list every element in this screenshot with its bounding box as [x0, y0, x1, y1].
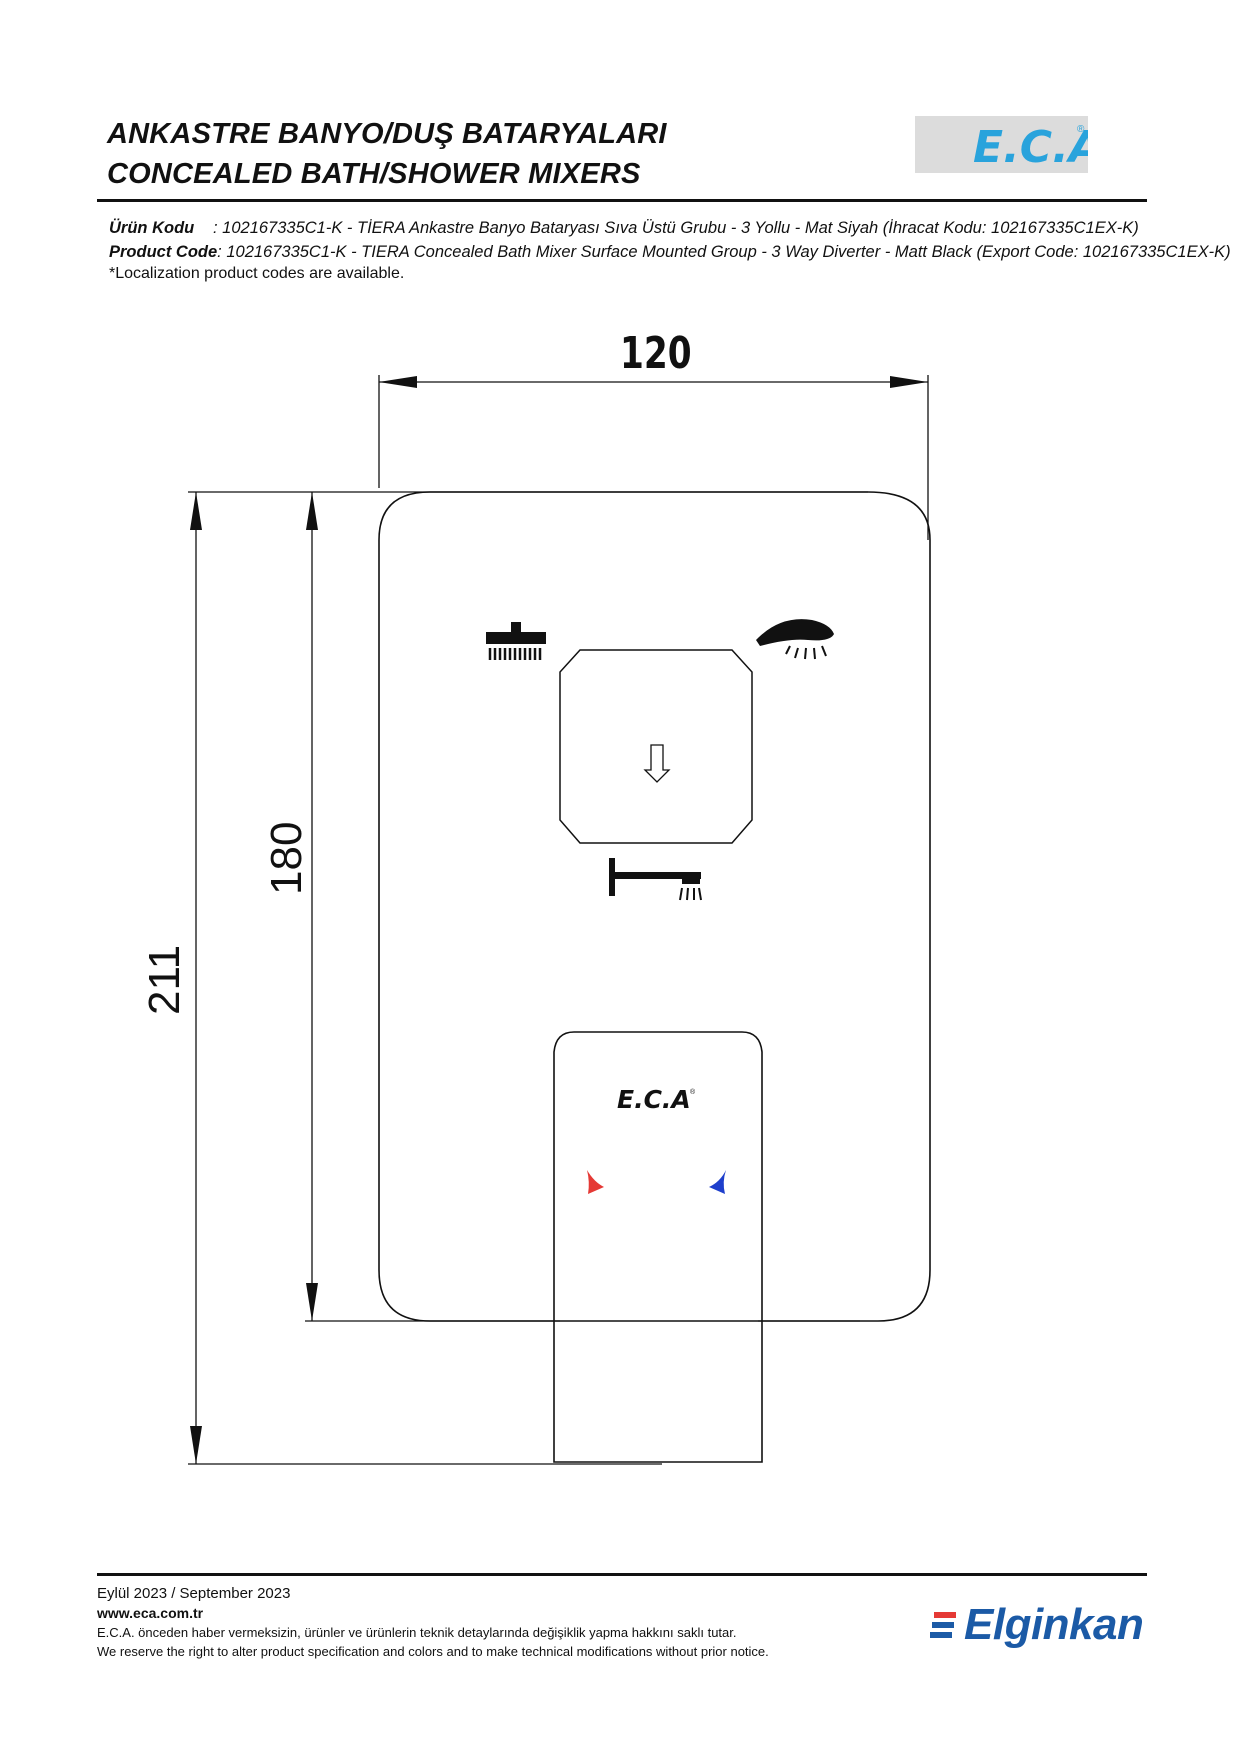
width-arrow-left	[379, 376, 417, 388]
plate-height-arrow-bottom	[306, 1283, 318, 1321]
footer-website[interactable]: www.eca.com.tr	[97, 1605, 204, 1621]
eca-logo-mark: E.C.A ®	[973, 122, 1103, 173]
product-code-tr-value: : 102167335C1-K - TİERA Ankastre Banyo B…	[213, 219, 1139, 237]
bath-spout-icon	[609, 858, 702, 901]
cover-plate	[378, 491, 931, 1322]
total-height-arrow-top	[190, 492, 202, 530]
handle-eca-registered: ®	[690, 1088, 696, 1096]
elginkan-logo: Elginkan	[930, 1600, 1145, 1652]
dimension-total-height-label: 211	[140, 944, 189, 1015]
plate-height-arrow-top	[306, 492, 318, 530]
cold-indicator-icon	[709, 1170, 726, 1194]
overhead-shower-icon	[486, 622, 546, 660]
hot-indicator-icon	[587, 1170, 604, 1194]
product-code-tr-label: Ürün Kodu	[109, 219, 195, 237]
eca-logo: E.C.A ®	[915, 116, 1103, 173]
footer-disclaimer-tr: E.C.A. önceden haber vermeksizin, ürünle…	[97, 1625, 737, 1640]
localization-note: *Localization product codes are availabl…	[109, 265, 405, 282]
handle-eca-logo: E.C.A	[617, 1085, 691, 1114]
mixer-handle	[553, 1031, 763, 1463]
footer-date: Eylül 2023 / September 2023	[97, 1585, 291, 1602]
product-code-en-value: : 102167335C1-K - TIERA Concealed Bath M…	[217, 243, 1231, 261]
header-rule	[97, 199, 1147, 202]
diverter-knob	[559, 649, 753, 844]
dimension-width-label: 120	[620, 328, 692, 379]
elginkan-logo-text: Elginkan	[964, 1600, 1144, 1649]
product-code-tr-row: Ürün Kodu : 102167335C1-K - TİERA Ankastr…	[109, 219, 1139, 238]
eca-logo-text: E.C.A	[973, 122, 1088, 173]
product-code-en-row: Product Code: 102167335C1-K - TIERA Conc…	[109, 243, 1231, 262]
dimension-plate-height-label: 180	[262, 821, 311, 895]
footer-rule	[97, 1573, 1147, 1576]
width-arrow-right	[890, 376, 928, 388]
footer-disclaimer-en: We reserve the right to alter product sp…	[97, 1644, 769, 1659]
product-code-en-label: Product Code	[109, 243, 218, 261]
total-height-arrow-bottom	[190, 1426, 202, 1464]
down-arrow-icon	[643, 744, 671, 783]
title-english: CONCEALED BATH/SHOWER MIXERS	[107, 158, 641, 190]
elginkan-logo-icon	[930, 1612, 956, 1638]
hand-shower-icon	[756, 619, 834, 660]
title-turkish: ANKASTRE BANYO/DUŞ BATARYALARI	[107, 118, 667, 150]
eca-logo-registered: ®	[1077, 124, 1085, 135]
